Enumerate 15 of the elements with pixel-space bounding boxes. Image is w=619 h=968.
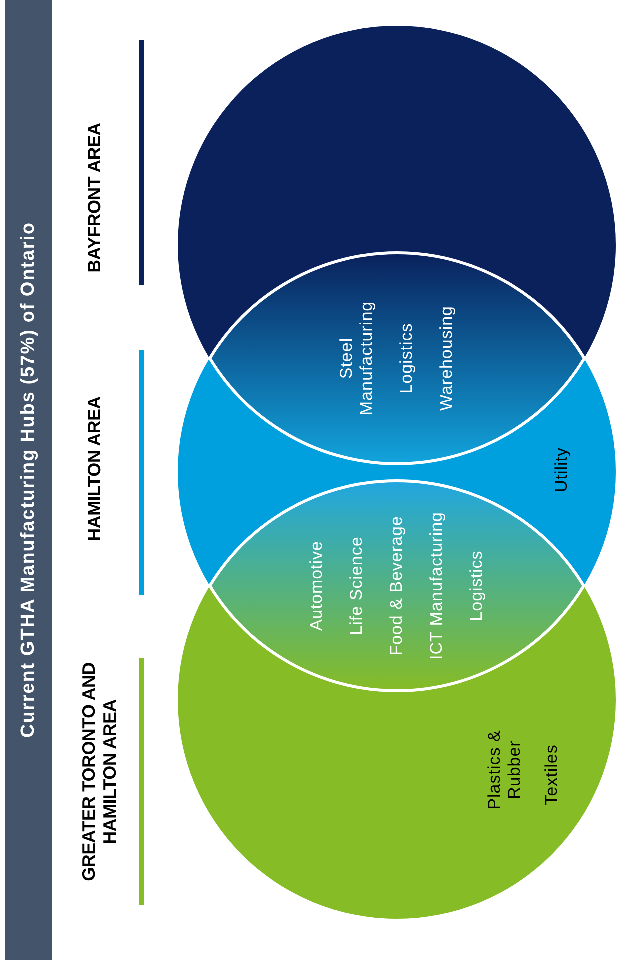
industry-label: Plastics & Rubber: [485, 729, 525, 812]
industry-label: Utility: [552, 446, 572, 495]
industry-label: ICT Manufacturing: [426, 512, 447, 660]
circle-heading: HAMILTON AREA: [84, 396, 106, 544]
circle-heading: BAYFRONT AREA: [84, 122, 106, 275]
title-text: Current GTHA Manufacturing Hubs (57%) of Ontario: [18, 222, 40, 738]
industry-label: Warehousing: [436, 306, 457, 412]
industry-label: Automotive: [306, 540, 327, 632]
industry-label: Logistics: [466, 550, 487, 622]
industry-label: Textiles: [542, 744, 562, 808]
industry-label: Food & Beverage: [386, 516, 407, 656]
circle-heading: GREATER TORONTO AND HAMILTON AREA: [79, 662, 121, 884]
industry-label: Logistics: [396, 323, 417, 394]
industry-label: Steel Manufacturing: [336, 300, 377, 418]
industry-label: Life Science: [346, 536, 367, 636]
